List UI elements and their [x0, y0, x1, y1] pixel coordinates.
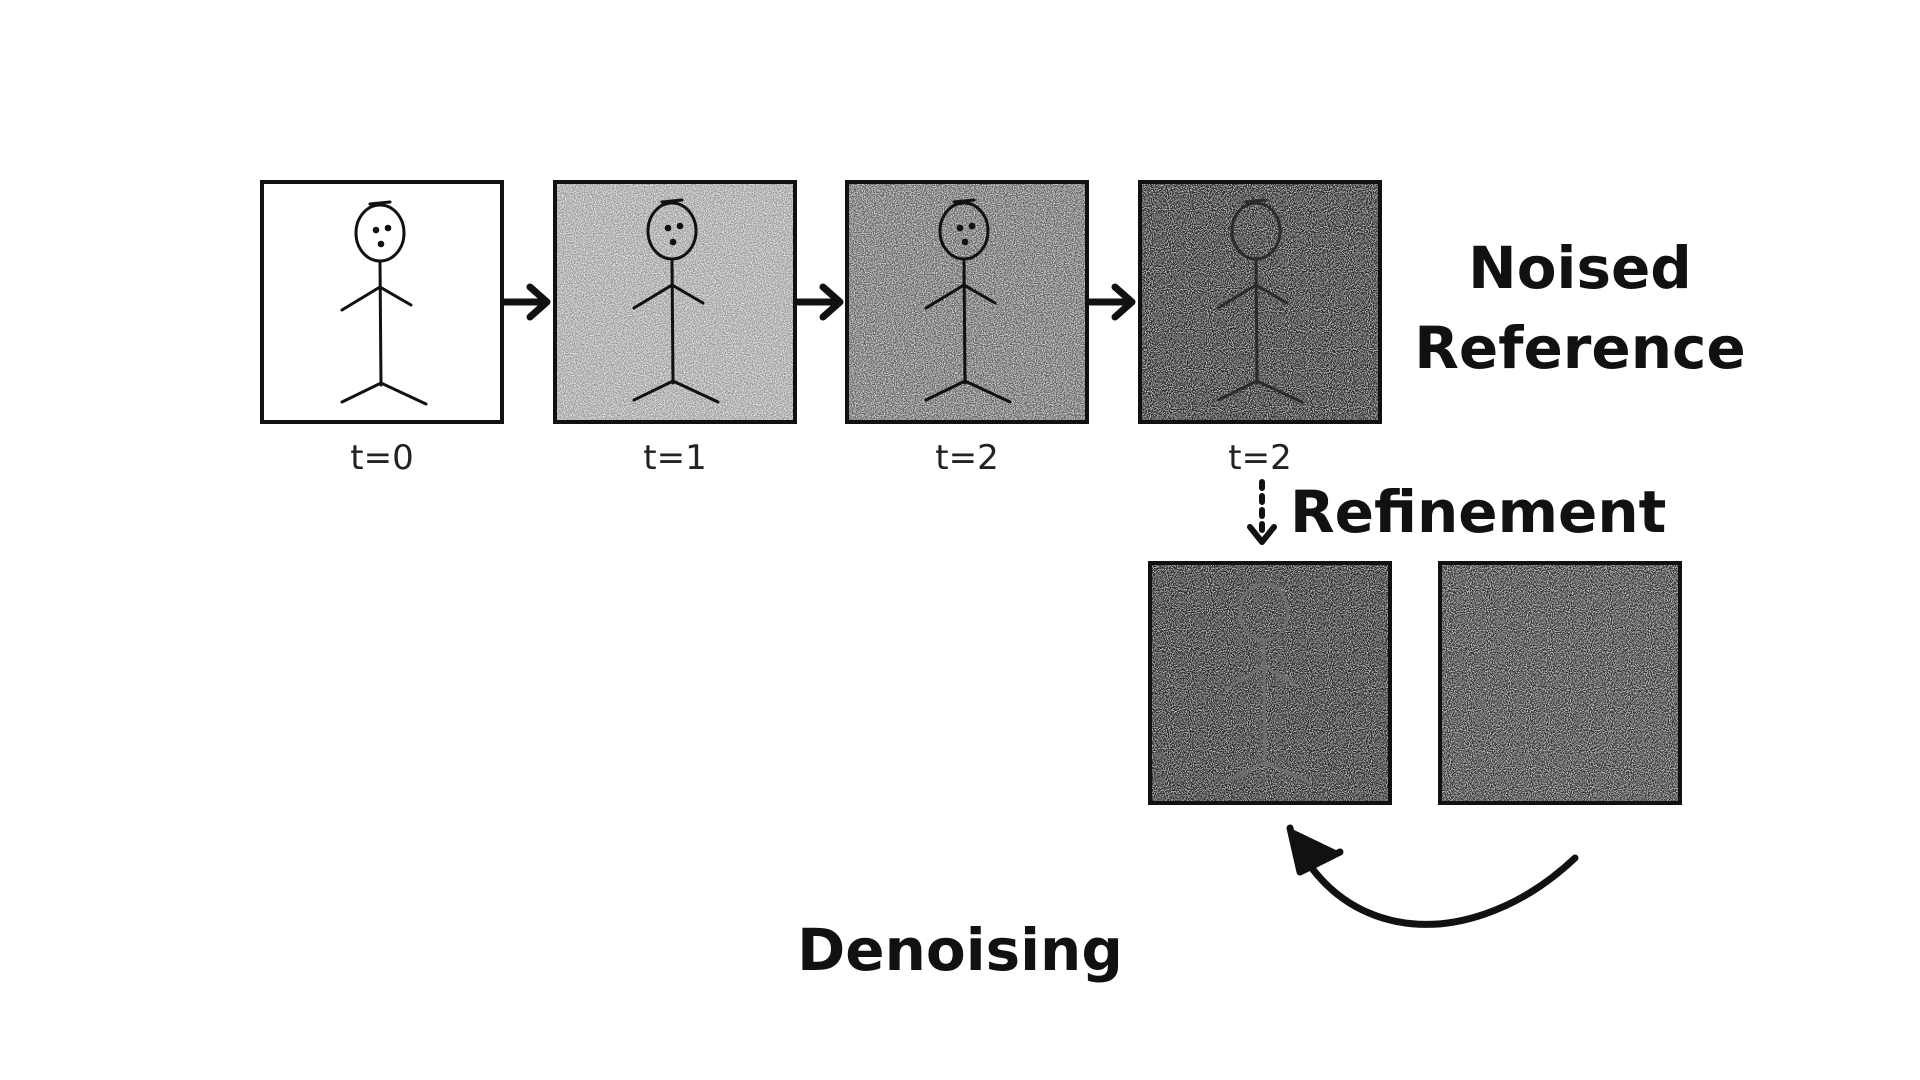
refinement-title: Refinement [1290, 478, 1667, 546]
arrow-right-icon [794, 283, 844, 321]
stick-figure-icon [924, 198, 1012, 404]
frame-time-label: t=2 [1228, 438, 1292, 478]
arrow-right-icon [501, 283, 551, 321]
frame-time-label: t=1 [643, 438, 707, 478]
arrow-right-icon [1086, 283, 1136, 321]
frame-t0 [260, 180, 504, 424]
stick-figure-icon [632, 198, 720, 404]
refinement-frame-noise [1438, 561, 1682, 805]
curved-arrow-icon [1286, 824, 1579, 928]
dotted-arrow-down-icon [1247, 479, 1277, 545]
frame-time-label: t=2 [935, 438, 999, 478]
refinement-frame-with-figure [1148, 561, 1392, 805]
noised-reference-title: Noised Reference [1400, 228, 1760, 388]
noised-reference-line2: Reference [1414, 314, 1746, 382]
frame-t1 [553, 180, 797, 424]
noised-reference-line1: Noised [1468, 234, 1692, 302]
frame-time-label: t=0 [350, 438, 414, 478]
stick-figure-icon [1216, 198, 1304, 404]
frame-t2-heavy [1138, 180, 1382, 424]
denoising-title: Denoising [797, 916, 1123, 984]
stick-figure-icon [340, 200, 428, 406]
faint-stick-figure-icon [1224, 582, 1312, 785]
frame-t2 [845, 180, 1089, 424]
